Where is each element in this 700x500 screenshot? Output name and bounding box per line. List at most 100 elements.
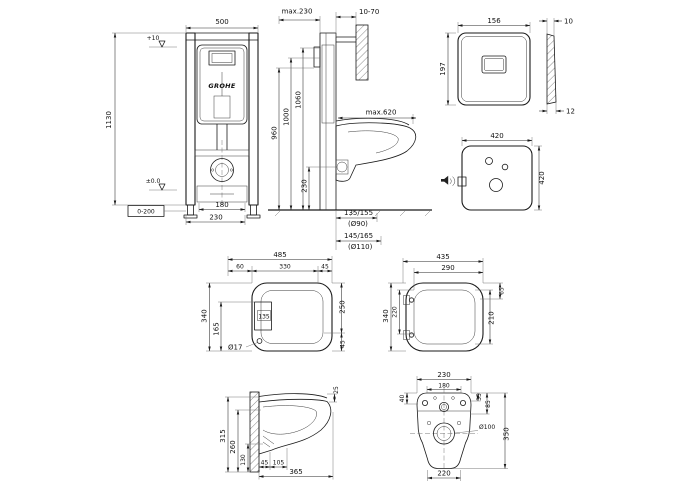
dim-rear-width: 230 (437, 371, 450, 379)
service-opening (254, 301, 272, 331)
sound-icon (441, 175, 449, 185)
flush-plate-outline (457, 32, 557, 106)
dim-rear-inner-width: 180 (438, 383, 450, 390)
dim-outlet-height: 230 (301, 179, 309, 192)
dim-height-960: 960 (271, 126, 279, 139)
flush-plate-dimensions: 156 197 10 12 (439, 17, 575, 116)
dim-top-offset: max.230 (282, 8, 313, 16)
dim-seat-left-inner: 220 (392, 306, 399, 318)
fixing-hole (459, 399, 466, 406)
dim-right-offset-a: 35 (476, 393, 483, 401)
frame-front-dimensions: 500 1130 +10 ±0.0 0-200 180 230 (105, 18, 259, 225)
bowl-rear-outline (410, 388, 478, 472)
seat-top-outline (403, 282, 484, 352)
insulation-outline (441, 145, 533, 211)
bowl-top-outline (245, 282, 333, 352)
bowl-top-dimensions: 485 60 330 45 340 165 135 250 45 Ø17 (201, 251, 347, 352)
wall-section (249, 391, 260, 473)
dim-w-a: 45 (261, 460, 269, 467)
dim-hinge-offset: 65 (499, 287, 506, 295)
dim-right-edge: 45 (340, 340, 347, 348)
bowl-side-dimensions: 25 315 260 130 45 105 365 (219, 386, 340, 480)
dim-lid-thickness: 25 (333, 386, 340, 394)
dim-cutout: 135 (258, 314, 270, 321)
dim-plate-depth-top: 10 (564, 18, 573, 26)
drain-hole (433, 422, 455, 445)
dim-seg-left: 60 (236, 264, 244, 271)
dim-mat-height: 420 (538, 171, 546, 184)
dim-level-floor: ±0.0 (146, 178, 161, 185)
flush-button (481, 55, 507, 74)
dim-plate-width: 156 (487, 17, 501, 25)
dim-outlet-width: 180 (215, 201, 228, 209)
dim-h-bottom: 130 (240, 454, 247, 466)
bowl-outline (258, 398, 332, 455)
dim-h-total: 315 (219, 429, 227, 442)
dim-drain-a: 135/155 (344, 209, 373, 217)
cistern (196, 44, 248, 125)
dim-seg-right: 45 (321, 264, 329, 271)
dim-reach: max.620 (366, 109, 397, 117)
dim-seat-right-inner: 210 (488, 311, 496, 324)
dim-hole-dia: Ø17 (228, 344, 242, 352)
dim-bowl-total-width: 485 (273, 251, 286, 259)
view-frame-front: GROHE 500 1130 +10 ±0.0 0-200 180 230 (105, 18, 261, 225)
dim-rear-height: 350 (503, 427, 511, 440)
dim-bowl-projection: 365 (289, 468, 302, 476)
dim-right-offset-b: 85 (485, 400, 492, 408)
dim-w-b: 105 (273, 460, 285, 467)
fixing-hole (421, 399, 428, 406)
dim-wall-gap: 10-70 (359, 8, 379, 16)
view-insulation-mat: 420 420 (441, 132, 546, 211)
dim-bowl-depth: 340 (201, 309, 209, 322)
view-bowl-rear: 230 180 40 35 85 Ø100 350 220 (399, 371, 511, 481)
frame-front-outline (183, 32, 261, 219)
frame-side-dimensions: max.230 10-70 1060 1000 960 230 max.620 … (271, 8, 417, 251)
flush-window (208, 50, 236, 66)
dim-plate-height: 197 (439, 62, 447, 75)
inlet-hole (438, 401, 449, 412)
bowl-profile (335, 122, 417, 182)
insulation-dimensions: 420 420 (461, 132, 546, 211)
view-flush-plate: 156 197 10 12 (439, 17, 575, 116)
flush-valve (213, 95, 231, 119)
wall-section (355, 24, 369, 81)
dim-height-1000: 1000 (283, 108, 291, 126)
seat-top-dimensions: 435 290 340 220 210 65 (382, 253, 506, 352)
dim-seat-depth: 340 (382, 309, 390, 322)
dim-h-rim: 260 (229, 440, 237, 453)
dim-seat-width: 435 (436, 253, 449, 261)
dim-seg-mid: 330 (279, 264, 291, 271)
dim-inner-depth: 165 (213, 322, 221, 335)
bowl-side-outline (249, 391, 332, 473)
hinge-hole (408, 332, 415, 338)
dim-drain-dia: Ø100 (479, 424, 495, 431)
dim-drain-b-dia: (Ø110) (348, 243, 373, 251)
dim-foot-adjust: 0-200 (137, 209, 155, 216)
dim-frame-height: 1130 (105, 111, 113, 129)
dim-mat-width: 420 (490, 132, 503, 140)
dim-frame-depth: 230 (209, 214, 222, 222)
view-bowl-side: 25 315 260 130 45 105 365 (219, 386, 340, 480)
dim-drain-a-dia: (Ø90) (348, 220, 368, 228)
dim-drain-b: 145/165 (344, 232, 373, 240)
brand-logo: GROHE (208, 82, 236, 90)
right-foot (250, 204, 257, 216)
wall-bracket (336, 36, 356, 43)
bowl-rear-dimensions: 230 180 40 35 85 Ø100 350 220 (399, 371, 511, 481)
dim-height-1060: 1060 (295, 91, 303, 109)
left-foot (187, 204, 194, 216)
dim-frame-width: 500 (215, 18, 228, 26)
view-seat-top: 435 290 340 220 210 65 (382, 253, 506, 352)
plate-side-section (546, 33, 557, 105)
frame-side-outline (268, 24, 432, 217)
dim-level-top: +10 (147, 35, 160, 42)
outlet-flange (210, 158, 234, 182)
dim-seat-inner-width: 290 (441, 264, 454, 272)
fixing-hole (256, 338, 263, 344)
dim-left-offset: 40 (399, 395, 406, 403)
lid-line (258, 393, 328, 399)
view-bowl-top: 485 60 330 45 340 165 135 250 45 Ø17 (201, 251, 347, 352)
